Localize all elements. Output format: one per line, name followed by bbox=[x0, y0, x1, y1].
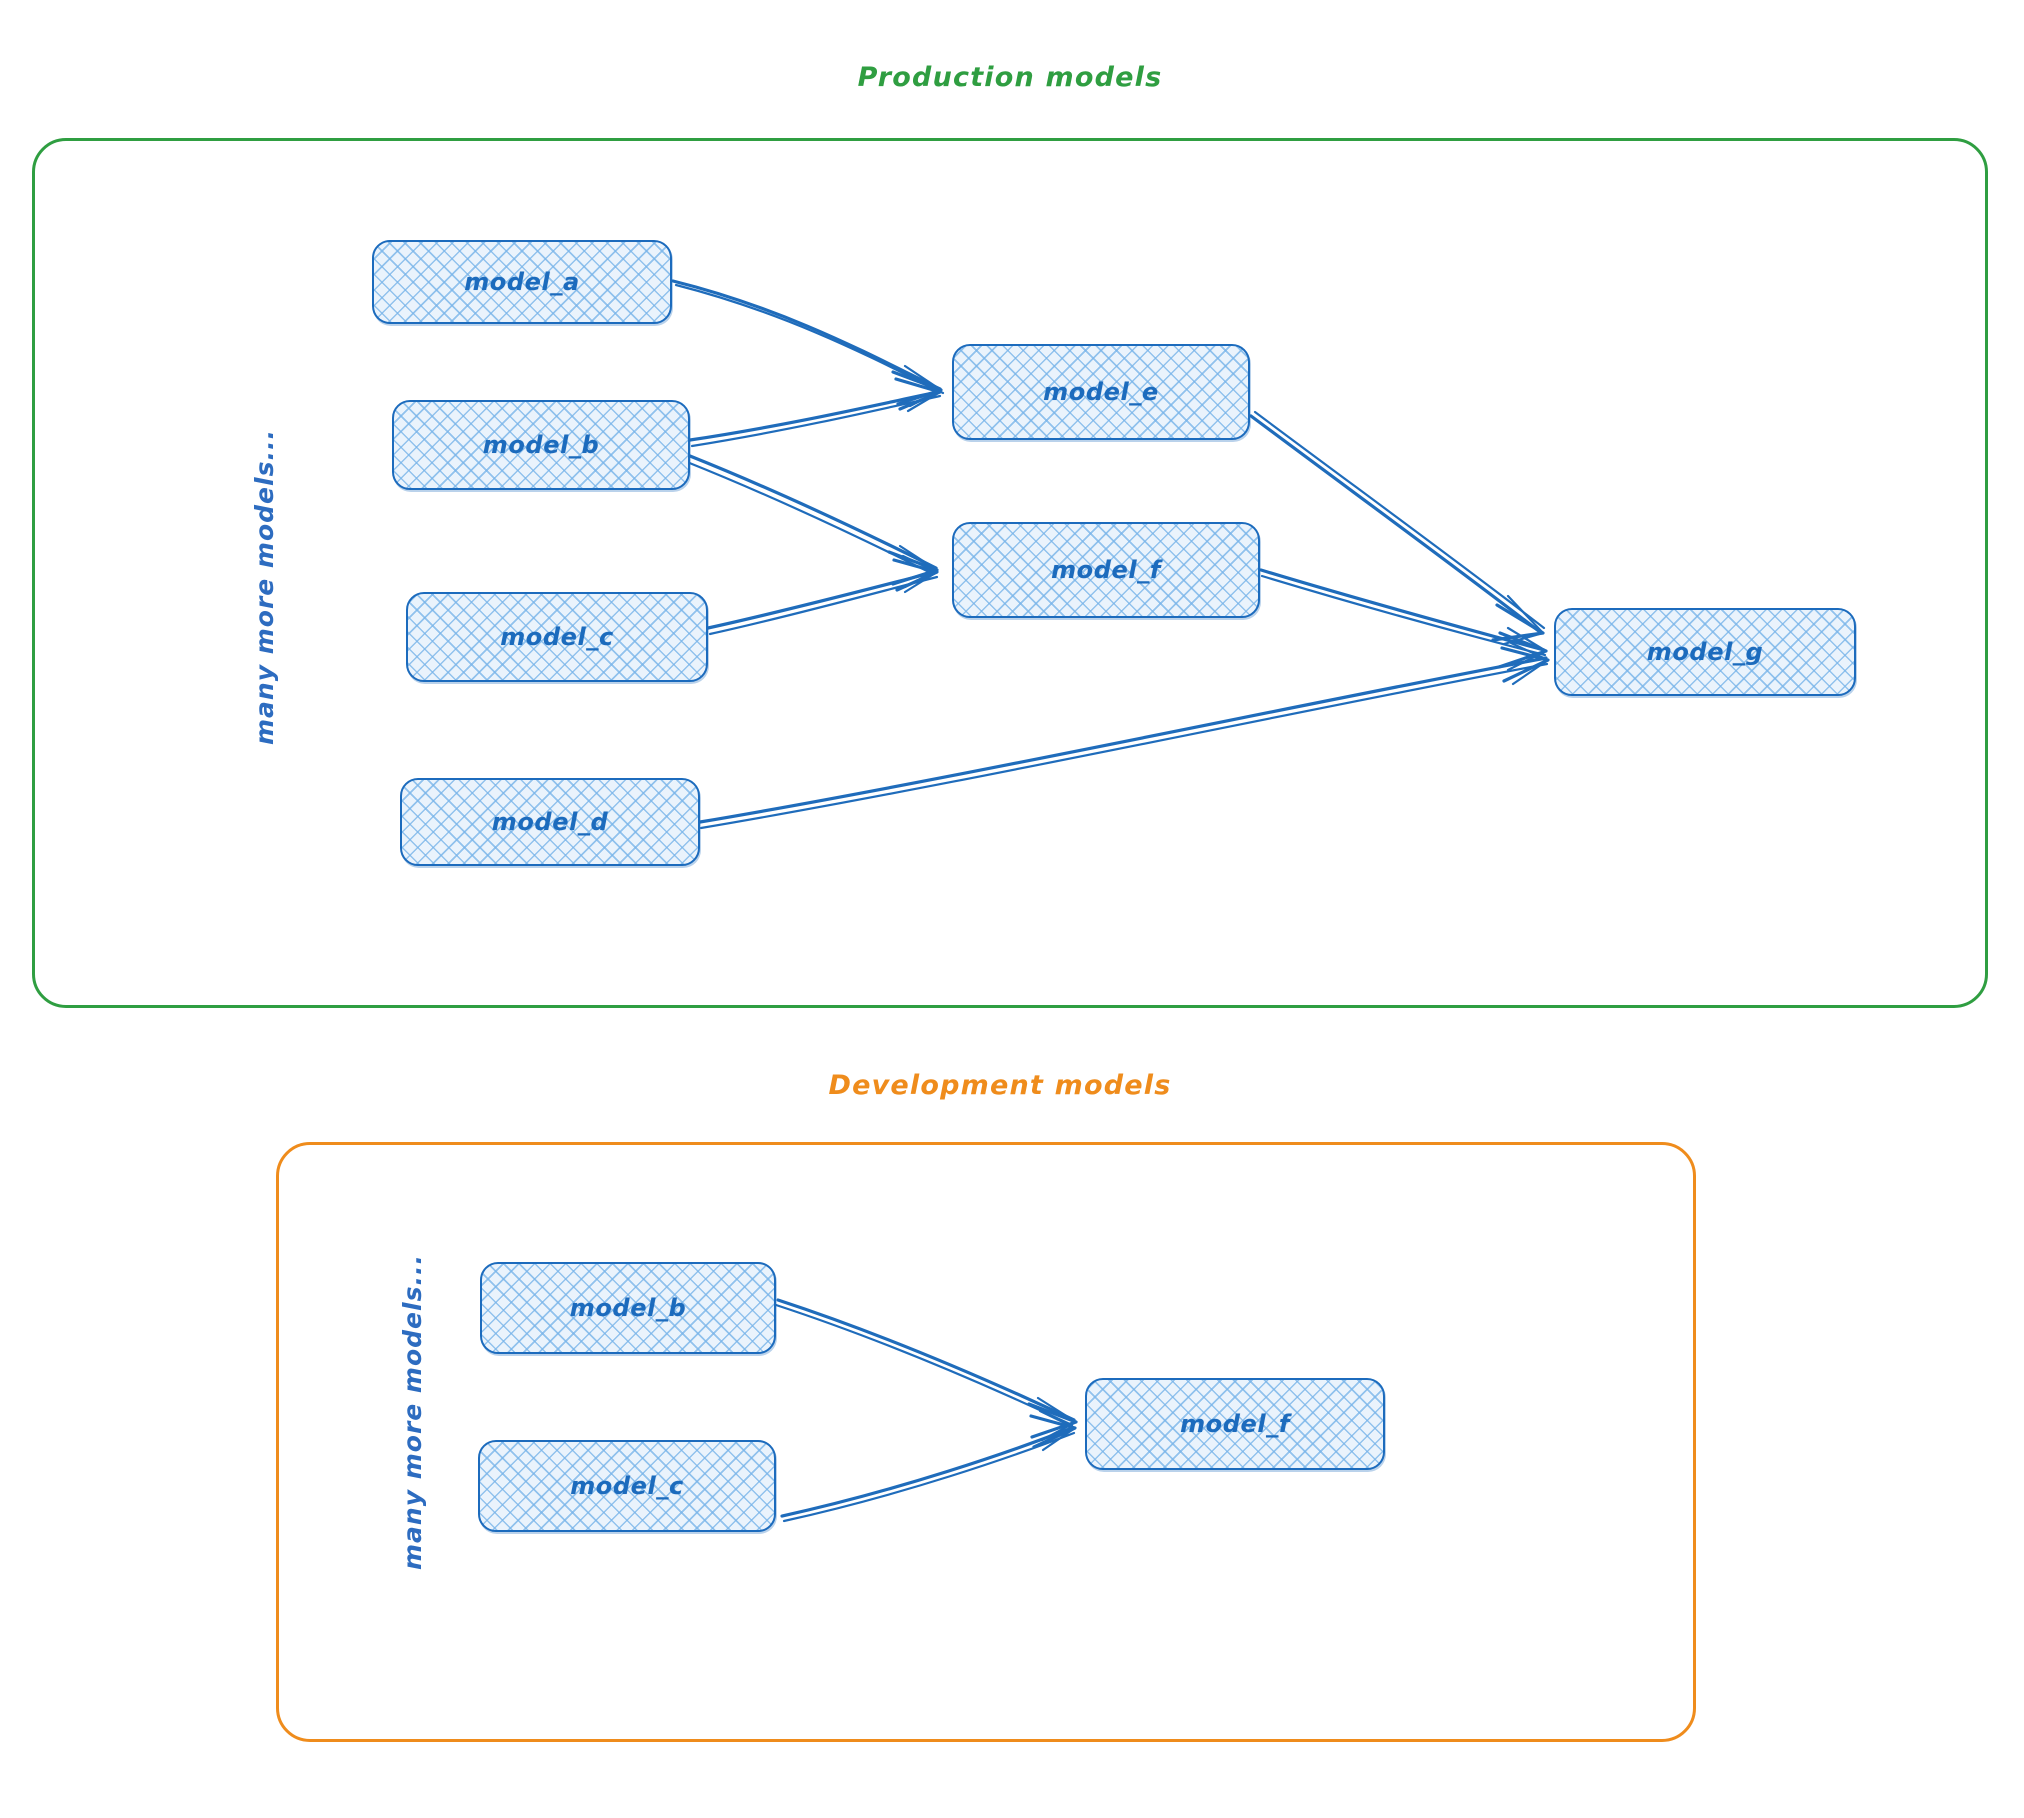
development-group-container[interactable] bbox=[276, 1142, 1696, 1742]
development-many-more-models-label: many more models... bbox=[398, 1254, 427, 1570]
node-model-d[interactable]: model_d bbox=[400, 778, 700, 866]
node-dev-model-b[interactable]: model_b bbox=[480, 1262, 776, 1354]
production-group-title: Production models bbox=[857, 62, 1163, 93]
node-model-c[interactable]: model_c bbox=[406, 592, 708, 682]
node-label: model_c bbox=[570, 1472, 684, 1500]
node-model-a[interactable]: model_a bbox=[372, 240, 672, 324]
node-model-e[interactable]: model_e bbox=[952, 344, 1250, 440]
node-label: model_b bbox=[482, 431, 600, 459]
node-label: model_b bbox=[569, 1294, 687, 1322]
node-label: model_c bbox=[500, 623, 614, 651]
node-dev-model-f[interactable]: model_f bbox=[1085, 1378, 1385, 1470]
node-label: model_e bbox=[1043, 378, 1159, 406]
production-group-container[interactable] bbox=[32, 138, 1988, 1008]
node-model-b[interactable]: model_b bbox=[392, 400, 690, 490]
node-model-g[interactable]: model_g bbox=[1554, 608, 1856, 696]
development-group-title: Development models bbox=[828, 1070, 1172, 1101]
node-label: model_a bbox=[464, 268, 580, 296]
node-model-f[interactable]: model_f bbox=[952, 522, 1260, 618]
node-label: model_d bbox=[491, 808, 609, 836]
production-many-more-models-label: many more models... bbox=[250, 429, 279, 745]
node-label: model_g bbox=[1646, 638, 1764, 666]
node-label: model_f bbox=[1051, 556, 1161, 584]
node-label: model_f bbox=[1180, 1410, 1290, 1438]
node-dev-model-c[interactable]: model_c bbox=[478, 1440, 776, 1532]
